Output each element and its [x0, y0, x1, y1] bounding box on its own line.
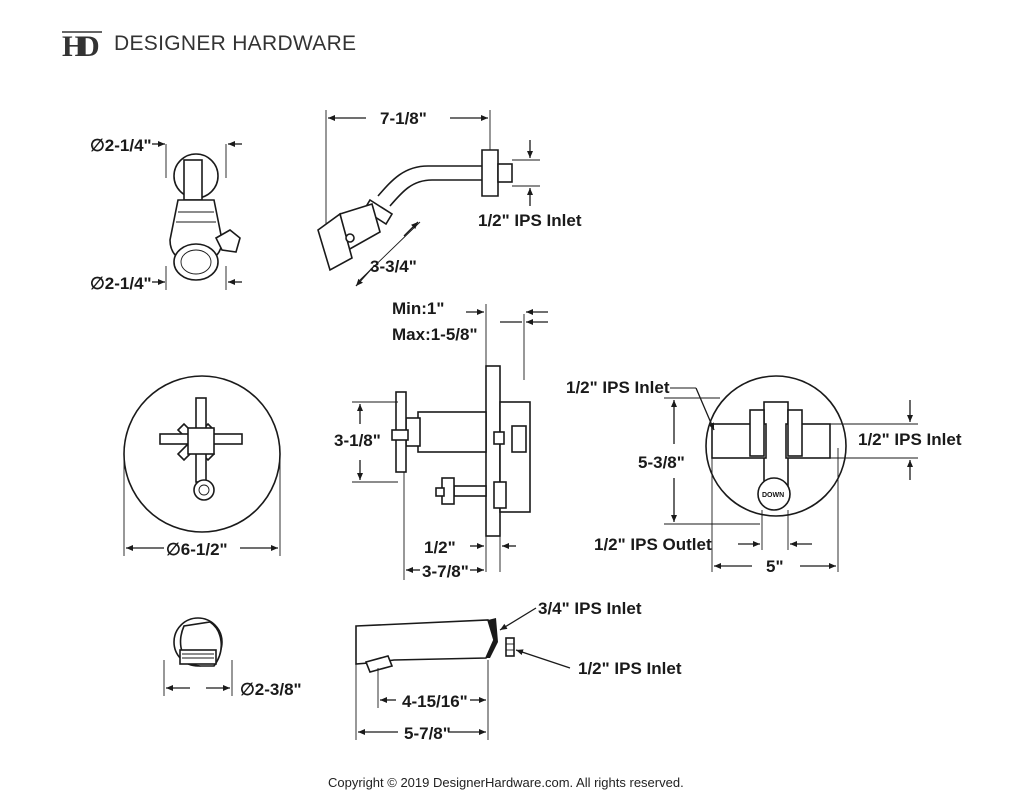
hd-monogram-icon: H D	[62, 30, 102, 63]
head-height-dim: 3-3/4"	[370, 257, 417, 276]
valve-offset-dim: 1/2"	[424, 538, 456, 557]
back-width-dim: 5"	[766, 557, 784, 576]
arm-inlet-label: 1/2" IPS Inlet	[478, 211, 582, 230]
escutcheon-front-view: ∅6-1/2"	[123, 375, 281, 559]
back-outlet-label: 1/2" IPS Outlet	[594, 535, 712, 554]
valve-depth-dim: 3-7/8"	[422, 562, 469, 581]
copyright-notice: Copyright © 2019 DesignerHardware.com. A…	[328, 775, 684, 790]
tub-spout-side-view: 3/4" IPS Inlet 1/2" IPS Inlet 4-15/16" 5…	[355, 599, 682, 743]
escutcheon-diameter: ∅6-1/2"	[166, 540, 228, 559]
tub-length-dim: 5-7/8"	[404, 724, 451, 743]
spout-diameter: ∅2-3/8"	[240, 680, 302, 699]
spout-front-view: ∅2-3/8"	[163, 617, 302, 699]
tub-inlet-top-label: 3/4" IPS Inlet	[538, 599, 642, 618]
showerhead-top-dim: ∅2-1/4"	[90, 136, 152, 155]
shower-arm-side-view: 7-1/8" 1/2" IPS Inlet 3-3/4"	[317, 109, 582, 287]
back-inlet-right-label: 1/2" IPS Inlet	[858, 430, 962, 449]
showerhead-bottom-dim: ∅2-1/4"	[90, 274, 152, 293]
svg-text:D: D	[78, 30, 100, 63]
brand-logo: H D DESIGNER HARDWARE	[62, 30, 356, 63]
wall-depth-dims: Min:1" Max:1-5/8"	[392, 299, 548, 380]
valve-side-view: 3-1/8" 1/2" 3-7/8"	[334, 365, 531, 581]
brand-name: DESIGNER HARDWARE	[114, 32, 356, 55]
back-height-dim: 5-3/8"	[638, 453, 685, 472]
down-label: DOWN	[762, 492, 784, 499]
wall-depth-max: Max:1-5/8"	[392, 325, 478, 344]
back-inlet-left-label: 1/2" IPS Inlet	[566, 378, 670, 397]
valve-back-view: DOWN 1/2" IPS Inlet 1/2" IPS Inlet 5-3/8…	[566, 375, 962, 576]
tub-inlet-bottom-label: 1/2" IPS Inlet	[578, 659, 682, 678]
tub-inner-length-dim: 4-15/16"	[402, 692, 468, 711]
svg-text:H: H	[62, 30, 85, 63]
wall-depth-min: Min:1"	[392, 299, 444, 318]
valve-height-dim: 3-1/8"	[334, 431, 381, 450]
arm-length-dim: 7-1/8"	[380, 109, 427, 128]
showerhead-front-view: ∅2-1/4" ∅2-1/4"	[90, 136, 242, 293]
